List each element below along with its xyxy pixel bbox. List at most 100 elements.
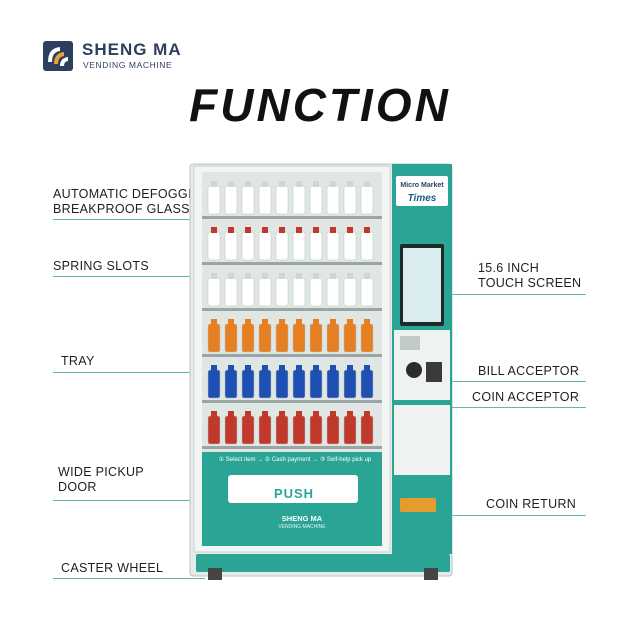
product-cap [279,411,285,417]
product-cap [245,365,251,371]
product-item [309,185,323,215]
product-item [275,185,289,215]
product-cap [364,181,370,187]
product-item [326,415,340,445]
product-cap [262,181,268,187]
product-item [275,415,289,445]
tray-shelf [202,262,382,265]
label-spring-slots: SPRING SLOTS [53,259,149,273]
product-cap [228,365,234,371]
product-item [224,323,238,353]
product-item [275,277,289,307]
label-tray: TRAY [61,354,95,368]
product-cap [245,227,251,233]
product-item [343,231,357,261]
leader-line-wheel [53,578,205,579]
product-item [241,323,255,353]
product-cap [347,181,353,187]
product-item [241,415,255,445]
product-item [258,415,272,445]
page-title: FUNCTION [189,79,451,131]
tray-shelf [202,446,382,449]
label-pickup-door: WIDE PICKUP DOOR [58,465,144,495]
product-item [258,323,272,353]
label-coin-return: COIN RETURN [486,497,577,511]
product-item [360,185,374,215]
label-touch-line2: TOUCH SCREEN [478,276,582,290]
product-cap [330,411,336,417]
leader-line-coin [446,407,586,408]
product-item [224,185,238,215]
leader-line-door [53,500,233,501]
product-cap [245,273,251,279]
product-cap [262,365,268,371]
sheng-ma-logo-icon [43,41,73,71]
label-touch-line1: 15.6 INCH [478,261,540,275]
product-cap [279,181,285,187]
product-item [326,323,340,353]
panel-brand: Micro Market [400,182,444,189]
product-item [258,277,272,307]
product-item [326,231,340,261]
product-item [207,369,221,399]
product-item [241,277,255,307]
product-cap [279,365,285,371]
label-glass-line1: AUTOMATIC DEFOGGING [53,187,212,201]
product-cap [347,227,353,233]
product-cap [330,319,336,325]
product-item [292,415,306,445]
product-cap [364,319,370,325]
product-cap [262,273,268,279]
label-caster-wheel: CASTER WHEEL [61,561,164,575]
label-bill-acceptor: BILL ACCEPTOR [478,364,580,378]
product-cap [245,181,251,187]
product-item [309,369,323,399]
product-cap [262,227,268,233]
tray-shelf [202,400,382,403]
label-coin-acceptor: COIN ACCEPTOR [472,390,580,404]
leader-line-glass [53,219,213,220]
product-item [326,185,340,215]
product-item [360,277,374,307]
leader-line-spring [53,276,213,277]
product-cap [279,227,285,233]
product-item [343,323,357,353]
product-item [360,369,374,399]
product-item [241,231,255,261]
product-cap [313,411,319,417]
product-item [275,323,289,353]
product-cap [347,319,353,325]
product-item [309,415,323,445]
product-cap [364,227,370,233]
product-item [309,277,323,307]
product-cap [211,273,217,279]
product-cap [364,411,370,417]
push-door-button[interactable]: PUSH [273,486,315,501]
product-item [343,185,357,215]
product-cap [211,181,217,187]
product-item [309,231,323,261]
product-cap [296,273,302,279]
label-touch-screen: 15.6 INCH TOUCH SCREEN [478,261,581,291]
product-cap [330,181,336,187]
product-cap [313,273,319,279]
product-cap [245,319,251,325]
product-item [258,369,272,399]
tray-shelf [202,308,382,311]
product-item [207,231,221,261]
product-item [292,185,306,215]
product-item [360,323,374,353]
leader-line-screen [440,294,586,295]
product-cap [364,273,370,279]
product-cap [347,411,353,417]
product-cap [330,273,336,279]
vending-machine [189,163,453,580]
product-item [343,277,357,307]
product-cap [296,227,302,233]
product-cap [211,411,217,417]
product-cap [211,319,217,325]
product-cap [262,411,268,417]
product-cap [313,319,319,325]
product-cap [211,365,217,371]
product-item [258,185,272,215]
